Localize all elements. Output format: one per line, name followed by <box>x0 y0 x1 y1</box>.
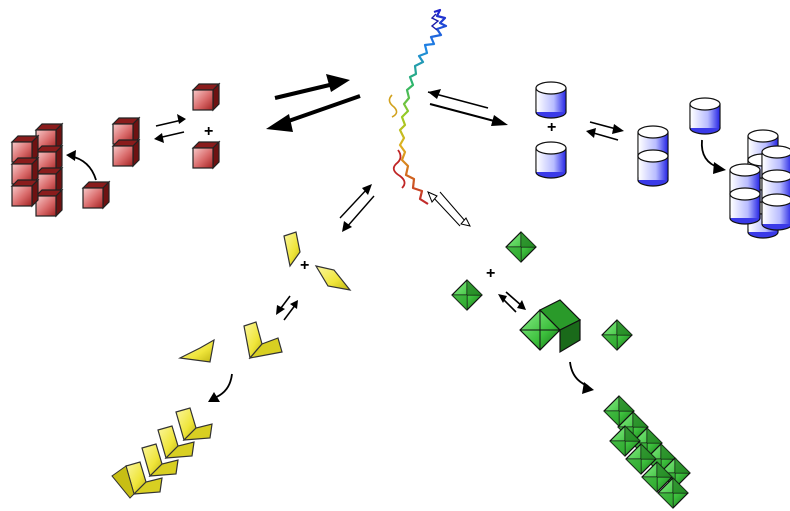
green-octahedron-pathway: + <box>451 231 691 509</box>
green-monomer-octahedron <box>451 279 483 311</box>
plus-sign: + <box>486 265 495 282</box>
red-monomer-cube <box>192 141 220 169</box>
green-monomer-octahedron <box>505 231 537 263</box>
blue-monomer-cylinder <box>535 81 567 119</box>
plus-sign: + <box>204 123 213 140</box>
equilibrium-arrow-green <box>427 191 471 227</box>
yellow-monomer <box>314 265 352 291</box>
green-fibril <box>603 395 691 509</box>
blue-dimer <box>637 125 669 187</box>
dimer-equilibrium-arrows <box>586 121 624 141</box>
dimer-equilibrium-arrows <box>276 295 298 321</box>
equilibrium-arrow-blue <box>427 89 508 126</box>
yellow-dimer <box>243 321 283 360</box>
red-cube-pathway: + <box>11 83 220 217</box>
blue-fibril <box>729 129 790 239</box>
blue-monomer-cylinder <box>535 141 567 179</box>
red-dimer <box>112 117 140 167</box>
blue-cylinder-pathway: + <box>535 81 790 239</box>
plus-sign: + <box>300 257 309 274</box>
yellow-monomer <box>283 231 301 268</box>
dimer-equilibrium-arrows <box>498 291 526 313</box>
green-dimer <box>519 299 582 354</box>
equilibrium-arrow-yellow <box>339 184 375 232</box>
dimer-equilibrium-arrows <box>154 114 186 143</box>
yellow-chevron-pathway: + <box>111 231 352 499</box>
addition-arrow <box>700 139 721 169</box>
yellow-incoming-monomer <box>177 338 215 363</box>
addition-arrow <box>569 361 589 387</box>
yellow-fibril <box>111 407 213 499</box>
addition-arrow <box>213 373 233 399</box>
unfolded-protein-chain <box>388 8 448 205</box>
plus-sign: + <box>547 119 556 136</box>
red-fibril <box>11 123 63 217</box>
green-incoming-octahedron <box>601 319 633 351</box>
equilibrium-arrow-red <box>266 74 361 132</box>
red-monomer-cube <box>192 83 220 111</box>
blue-incoming-cylinder <box>689 97 721 135</box>
red-incoming-cube <box>82 181 110 209</box>
